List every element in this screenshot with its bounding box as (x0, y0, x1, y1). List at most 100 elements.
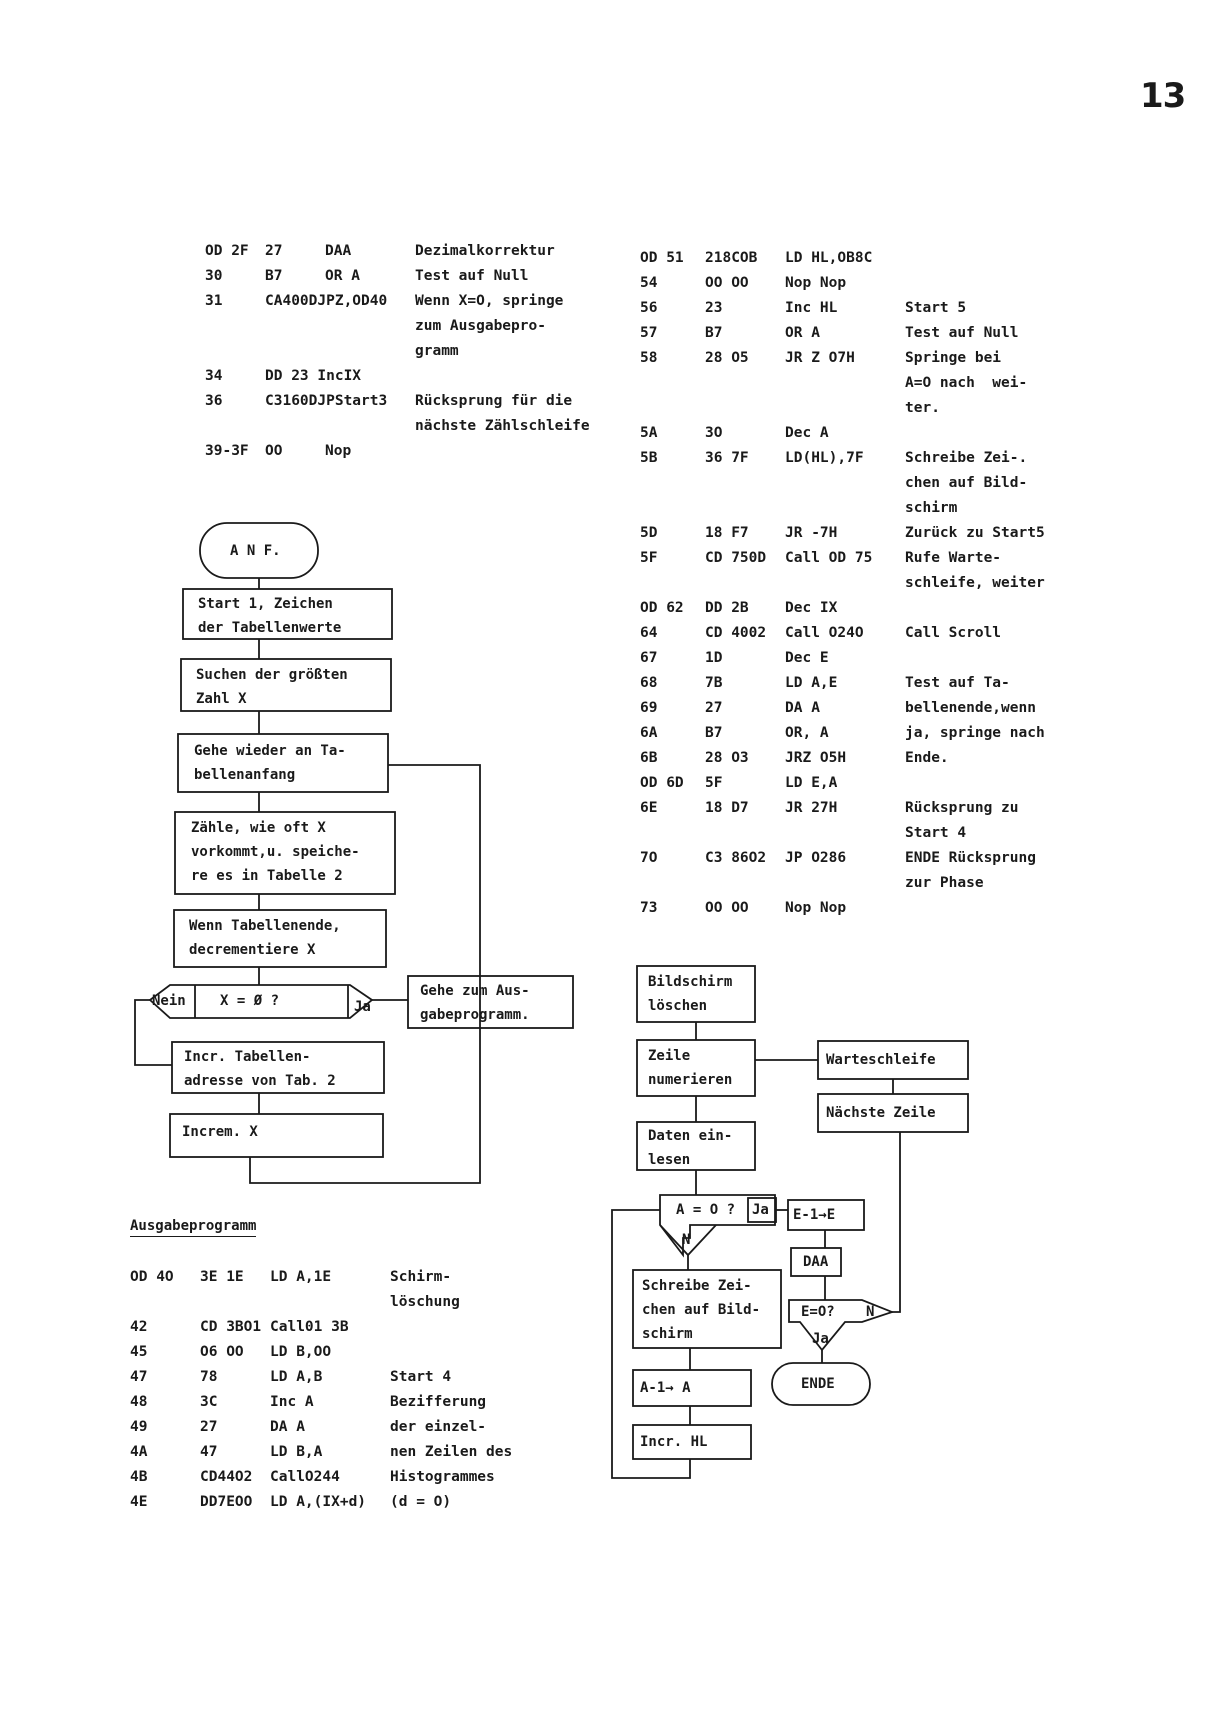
address: 5F (640, 550, 658, 566)
hex-code: OO OO (705, 900, 749, 916)
address: 58 (640, 350, 658, 366)
hex-code: 218COB (705, 250, 758, 266)
mnemonic: OR, A (785, 725, 829, 741)
address: 39-3F (205, 443, 249, 459)
address: 49 (130, 1419, 148, 1435)
box-start1: Start 1, Zeichen der Tabellenwerte (198, 596, 342, 636)
mnemonic: JR Z O7H (785, 350, 855, 366)
comment: Wenn X=O, springe (415, 293, 564, 309)
address: 5A (640, 425, 658, 441)
mnemonic: Dec E (785, 650, 829, 666)
address: 42 (130, 1319, 148, 1335)
box-count-shape (174, 811, 396, 895)
hex-code: 47 (200, 1444, 218, 1460)
comment: der einzel- (390, 1419, 487, 1435)
comment: ENDE Rücksprung (905, 850, 1036, 866)
box-read: Daten ein- lesen (648, 1128, 733, 1168)
hex-code: 18 D7 (705, 800, 749, 816)
address: 67 (640, 650, 658, 666)
address: OD 2F (205, 243, 249, 259)
listing-row: schleife, weiter (640, 571, 1070, 596)
section-title: Ausgabeprogramm (130, 1218, 257, 1237)
address: 48 (130, 1394, 148, 1410)
box-number: Zeile numerieren (648, 1048, 733, 1088)
comment: (d = O) (390, 1494, 452, 1510)
comment: Rücksprung zu (905, 800, 1019, 816)
mnemonic: LD A,(IX+d) (270, 1494, 367, 1510)
comment: gramm (415, 343, 459, 359)
mnemonic: CallO244 (270, 1469, 340, 1485)
address: 4E (130, 1494, 148, 1510)
mnemonic: LD E,A (785, 775, 838, 791)
hex-code: 1D (705, 650, 723, 666)
address: 68 (640, 675, 658, 691)
page-number: 13 (1140, 76, 1186, 116)
hex-code: 23 (705, 300, 723, 316)
start-terminal: A N F. (230, 543, 281, 559)
hex-code: DD 23 IncIX (265, 368, 362, 384)
decision-e-label: E=O? (801, 1304, 835, 1320)
hex-code: B7 (705, 725, 723, 741)
comment: zur Phase (905, 875, 984, 891)
address: 4B (130, 1469, 148, 1485)
comment: Call Scroll (905, 625, 1002, 641)
box-back: Gehe wieder an Ta- bellenanfang (194, 743, 346, 783)
address: 57 (640, 325, 658, 341)
address: 30 (205, 268, 223, 284)
hex-code: 78 (200, 1369, 218, 1385)
mnemonic: Nop Nop (785, 275, 847, 291)
listing-row: nächste Zählschleife (205, 414, 625, 439)
decision-yes-label: Ja (354, 999, 371, 1015)
mnemonic: LD A,1E (270, 1269, 332, 1285)
address: OD 6D (640, 775, 684, 791)
decision-e-yes: Ja (812, 1331, 829, 1347)
mnemonic: LD A,B (270, 1369, 323, 1385)
mnemonic: LD(HL),7F (785, 450, 864, 466)
mnemonic: Nop Nop (785, 900, 847, 916)
hex-code: CD44O2 (200, 1469, 253, 1485)
mnemonic: JP O286 (785, 850, 847, 866)
listing-row: 42 CD 3BO1 Call01 3B (130, 1315, 560, 1340)
box-write-shape (632, 1269, 782, 1349)
hex-code: CD 3BO1 (200, 1319, 262, 1335)
comment: Test auf Null (415, 268, 529, 284)
end-terminal-shape (771, 1362, 871, 1406)
mnemonic: LD B,A (270, 1444, 323, 1460)
address: 6E (640, 800, 658, 816)
box-search: Suchen der größten Zahl X (196, 667, 348, 707)
hex-code: 3E 1E (200, 1269, 244, 1285)
comment: ter. (905, 400, 940, 416)
listing-row: Start 4 (640, 821, 1070, 846)
hex-code: 18 F7 (705, 525, 749, 541)
comment: Bezifferung (390, 1394, 487, 1410)
box-daa: DAA (803, 1254, 829, 1270)
hex-code: DD 2B (705, 600, 749, 616)
mnemonic: OR A (785, 325, 820, 341)
box-clear: Bildschirm löschen (648, 974, 733, 1014)
comment: Histogrammes (390, 1469, 495, 1485)
comment: Zurück zu Start5 (905, 525, 1045, 541)
hex-code: CD 4002 (705, 625, 767, 641)
address: 36 (205, 393, 223, 409)
listing-row: 67 1D Dec E (640, 646, 1070, 671)
comment: löschung (390, 1294, 460, 1310)
address: OD 4O (130, 1269, 174, 1285)
mnemonic: Call01 3B (270, 1319, 349, 1335)
hex-code: OO (265, 443, 283, 459)
address: 5B (640, 450, 658, 466)
